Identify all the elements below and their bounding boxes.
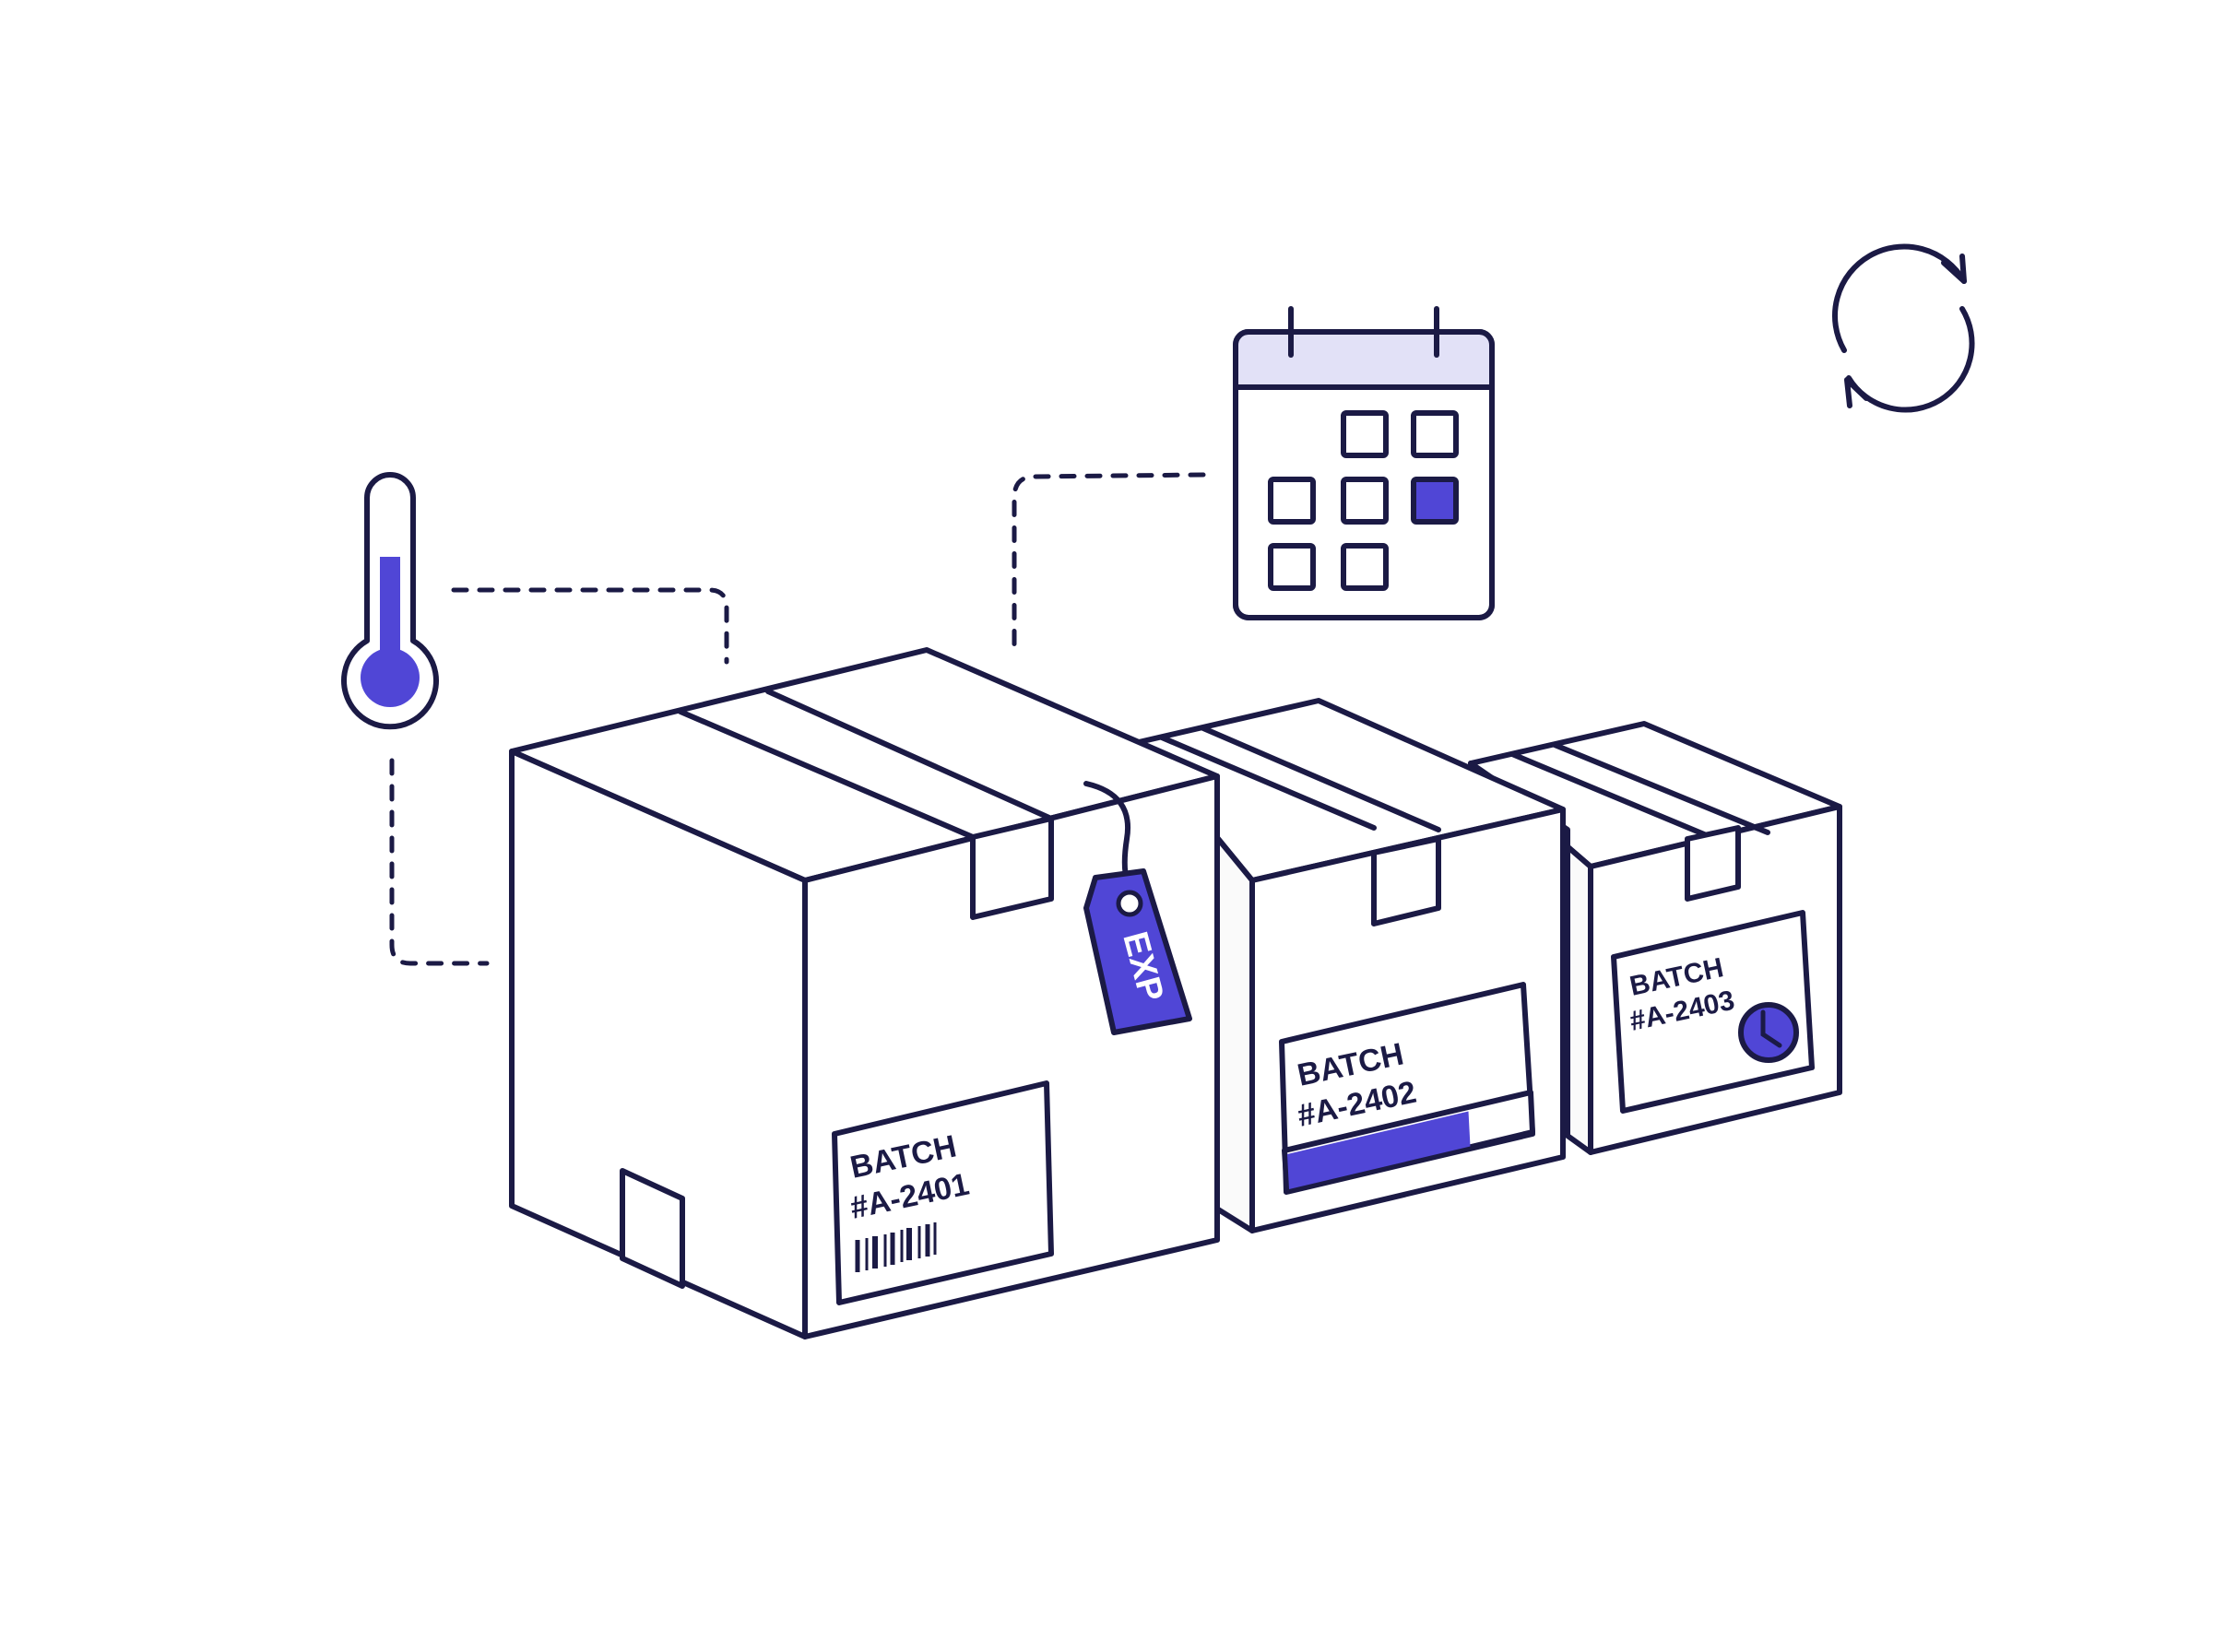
thermometer-icon	[341, 472, 439, 730]
batch-label-a-2403: BATCH #A-2403	[1611, 910, 1815, 1114]
connector-lines	[389, 472, 1206, 966]
refresh-icon	[1832, 243, 1975, 413]
box-a-2401: BATCH #A-2401	[509, 647, 1220, 1339]
calendar-icon	[1233, 306, 1495, 620]
progress-bar	[1282, 1090, 1535, 1194]
barcode-icon	[855, 1222, 937, 1272]
price-tag-icon: EXP	[1083, 781, 1192, 1035]
clock-icon	[1738, 1002, 1799, 1063]
batch-label-a-2402: BATCH #A-2402	[1279, 982, 1535, 1195]
batch-label-a-2401: BATCH #A-2401	[832, 1080, 1054, 1305]
